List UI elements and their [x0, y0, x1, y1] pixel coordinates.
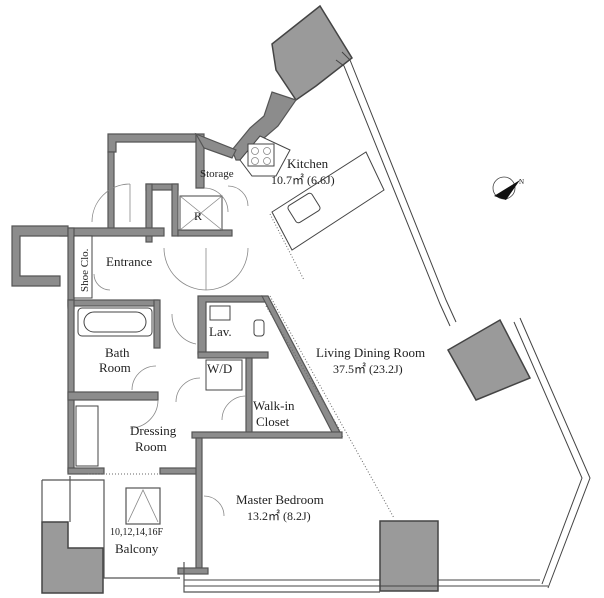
entrance-name: Entrance	[106, 254, 152, 269]
burner	[251, 157, 259, 165]
balcony-floors: 10,12,14,16F	[110, 527, 164, 538]
shoe-closet-name: Shoe Clo.	[79, 248, 91, 292]
dressing-name-line2: Room	[135, 439, 167, 454]
refrigerator-mark: R	[194, 209, 202, 223]
balcony-hatch-mark	[127, 489, 159, 523]
door-swing	[227, 185, 249, 207]
column-south	[379, 520, 439, 592]
bedroom-west-wall	[195, 437, 203, 569]
island-dash	[269, 213, 305, 281]
door-swing	[203, 495, 225, 517]
west-wall	[67, 299, 75, 473]
wic-west-wall	[245, 357, 253, 435]
shoe-closet-cabinet	[73, 235, 93, 299]
walk-in-closet-line1: Walk-in	[253, 398, 295, 413]
walk-in-closet-line2: Closet	[256, 414, 290, 429]
column-top-right	[271, 4, 353, 102]
door-swing	[205, 247, 249, 291]
master-bedroom-name: Master Bedroom	[236, 492, 324, 507]
r-cross	[179, 195, 223, 231]
dressing-name-line1: Dressing	[130, 423, 177, 438]
cooktop	[247, 143, 275, 167]
east-glazing-inner	[513, 321, 583, 585]
exterior-glazing	[341, 51, 457, 323]
bath-top-wall	[67, 299, 159, 307]
living-dining-name: Living Dining Room	[316, 345, 425, 360]
bathtub-basin	[83, 311, 147, 333]
door-swing	[131, 365, 157, 391]
door-swing	[203, 187, 229, 213]
lavatory-name: Lav.	[209, 324, 232, 339]
storage-top-wall	[194, 132, 237, 159]
kitchen-name: Kitchen	[287, 156, 329, 171]
compass-north-label: N	[519, 178, 524, 186]
balcony-name: Balcony	[115, 541, 159, 556]
door-swing	[175, 377, 201, 403]
lav-bottom-wall	[197, 351, 269, 359]
dressing-bottom-wall-r	[159, 467, 201, 475]
r-wall-bottom	[177, 229, 233, 237]
east-glazing	[519, 317, 591, 589]
column-southwest	[41, 521, 104, 594]
north-arrow-icon	[492, 176, 520, 200]
door-swing	[221, 395, 247, 421]
master-bedroom-size: 13.2㎡ (8.2J)	[247, 509, 311, 523]
kitchen-island	[271, 151, 385, 251]
lav-sink	[209, 305, 231, 321]
storage-name: Storage	[200, 168, 234, 180]
door-swing	[91, 183, 131, 223]
north-wall	[107, 133, 197, 153]
entrance-west-wall	[67, 227, 75, 309]
bath-east-wall	[153, 299, 161, 349]
balcony-outline	[42, 479, 180, 579]
burner	[263, 147, 271, 155]
washer-dryer-space	[205, 359, 243, 391]
kitchen-size: 10.7㎡ (6.6J)	[271, 173, 335, 187]
west-hall-wall	[107, 151, 115, 233]
entrance-top-wall	[59, 227, 165, 237]
bath-name-line1: Bath	[105, 345, 130, 360]
door-swing	[163, 247, 207, 291]
balcony-hatch	[125, 487, 161, 525]
dressing-closet	[75, 405, 99, 467]
bath-name-line2: Room	[99, 360, 131, 375]
ceiling-line	[269, 295, 395, 519]
bath-bottom-wall	[67, 391, 159, 401]
burner	[251, 147, 259, 155]
dressing-bottom-wall-l	[67, 467, 105, 475]
south-outline	[183, 562, 380, 593]
toilet	[253, 319, 265, 337]
r-wall-left	[145, 183, 153, 243]
burner	[263, 157, 271, 165]
door-swing	[129, 399, 159, 429]
kitchen-sink	[287, 192, 321, 224]
bedroom-sw-wall	[177, 567, 209, 575]
wic-rod	[265, 305, 341, 431]
bedroom-top-wall	[191, 431, 343, 439]
column-east	[446, 318, 532, 401]
r-wall-right	[171, 183, 179, 237]
washer-dryer-name: W/D	[207, 361, 232, 376]
living-dining-size: 37.5㎡ (23.2J)	[333, 362, 403, 376]
door-swing	[93, 273, 111, 291]
door-swing	[171, 313, 197, 345]
shoe-closet-wall	[11, 225, 69, 287]
exterior-glazing-inner	[335, 59, 451, 327]
